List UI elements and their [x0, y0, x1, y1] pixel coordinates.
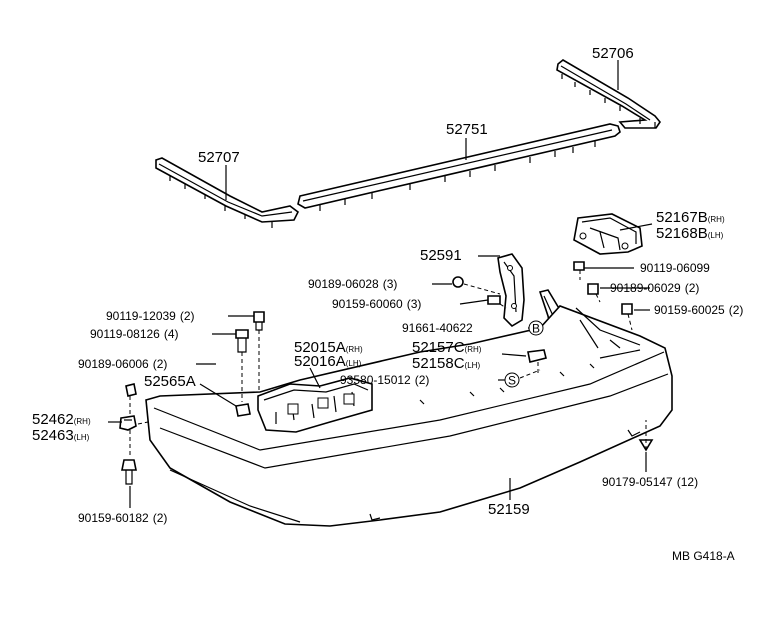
bracket-upper-right — [573, 213, 643, 255]
label-52707: 52707 — [198, 149, 240, 166]
label-52462: 52462(RH) — [32, 411, 91, 428]
label-52168b: 52168B(LH) — [656, 225, 724, 242]
side-clip — [119, 415, 137, 431]
s-marker: S — [504, 372, 520, 388]
label-90189-06028: 90189-06028(3) — [308, 277, 397, 291]
diagram-code: MB G418-A — [672, 549, 735, 563]
moulding-center — [297, 123, 621, 211]
label-90119-08126: 90119-08126(4) — [90, 327, 179, 341]
label-52591: 52591 — [420, 247, 462, 264]
b-marker-label: B — [532, 322, 540, 336]
label-52565a: 52565A — [144, 373, 196, 390]
label-90189-06006: 90189-06006(2) — [78, 357, 167, 371]
label-90119-06099: 90119-06099 — [640, 261, 710, 275]
side-bracket — [497, 253, 525, 328]
label-52463: 52463(LH) — [32, 427, 90, 444]
label-52015a: 52015A(RH) — [294, 339, 363, 356]
label-93580-15012: 93580-15012(2) — [340, 373, 429, 387]
label-90159-60182: 90159-60182(2) — [78, 511, 167, 525]
label-52167b: 52167B(RH) — [656, 209, 725, 226]
label-90159-60060: 90159-60060(3) — [332, 297, 421, 311]
label-90189-06029: 90189-06029(2) — [610, 281, 699, 295]
moulding-corner-left — [155, 157, 300, 228]
label-52159: 52159 — [488, 501, 530, 518]
label-52751: 52751 — [446, 121, 488, 138]
label-52016a: 52016A(LH) — [294, 353, 362, 370]
label-90119-12039: 90119-12039(2) — [106, 309, 195, 323]
label-52706: 52706 — [592, 45, 634, 62]
bumper-cover — [145, 305, 673, 527]
b-marker: B — [528, 320, 544, 336]
label-91661-40622: 91661-40622 — [402, 321, 473, 335]
moulding-corner-right — [556, 59, 661, 129]
label-90159-60025: 90159-60025(2) — [654, 303, 743, 317]
label-52158c: 52158C(LH) — [412, 355, 480, 372]
label-90179-05147: 90179-05147(12) — [602, 475, 698, 489]
label-52157c: 52157C(RH) — [412, 339, 482, 356]
reinforcement-left — [257, 377, 373, 433]
assembly-lines — [129, 270, 647, 458]
s-marker-label: S — [508, 374, 516, 388]
